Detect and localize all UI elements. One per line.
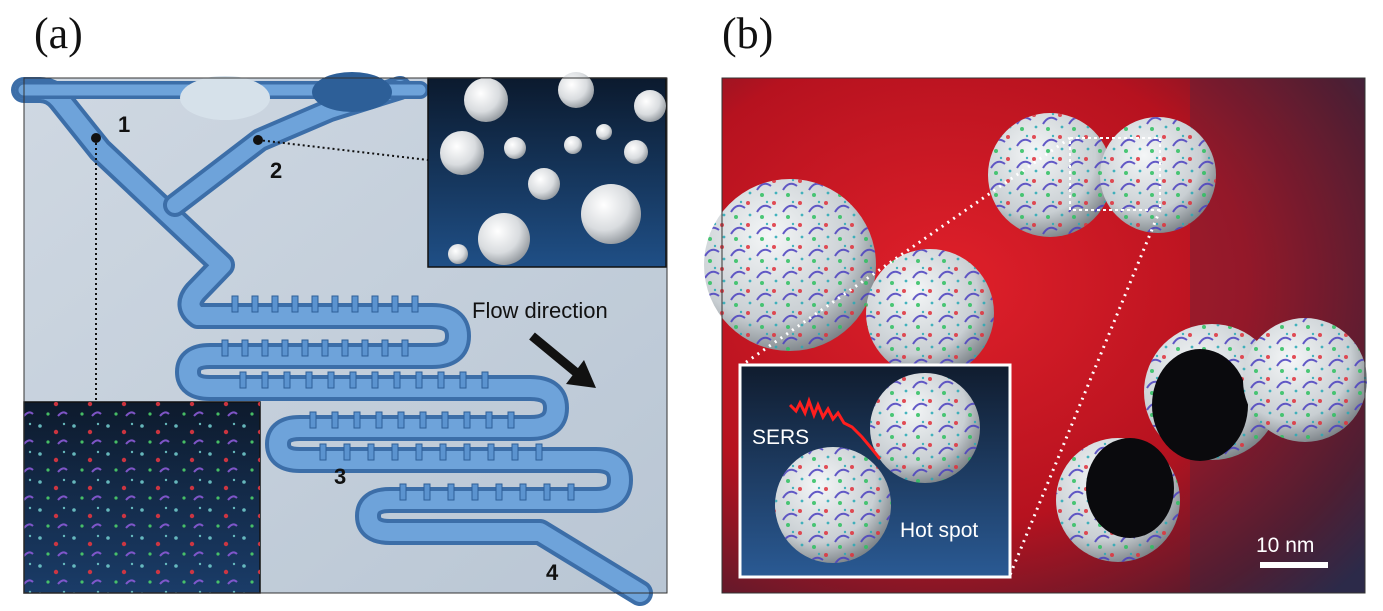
point-2-leader	[257, 139, 429, 161]
inset-nanoparticles	[427, 72, 667, 268]
nanoparticle-half-shell-1	[1144, 324, 1280, 461]
nanoparticle-dimer-right	[1100, 117, 1216, 233]
panel-a-label: (a)	[34, 9, 83, 58]
sers-label: SERS	[752, 426, 809, 449]
point-2-label: 2	[270, 158, 282, 183]
panel-b-label: (b)	[722, 9, 774, 58]
scalebar	[1260, 562, 1328, 568]
point-3-label: 3	[334, 464, 346, 489]
nanoparticle-half-shell-2	[1056, 438, 1180, 562]
sers-signal-wave	[788, 396, 882, 460]
panel-b-border	[721, 77, 1366, 594]
reservoir-1	[180, 76, 270, 120]
inset-molecules	[23, 401, 261, 594]
panel-b: SERS Hot spot 10 nm	[704, 78, 1367, 593]
zoom-connector-right	[1008, 209, 1162, 576]
nanoparticle-1	[704, 179, 876, 351]
panel-a: 1 2 3 4 Flow direction	[11, 72, 667, 606]
nanoparticle-2	[866, 249, 994, 377]
nanoparticle-dimer-left	[988, 113, 1112, 237]
nanoparticle-4	[1243, 318, 1367, 442]
reservoir-2	[312, 72, 392, 112]
scalebar-label: 10 nm	[1256, 534, 1314, 557]
point-1-label: 1	[118, 112, 130, 137]
inset-hotspot: SERS Hot spot	[738, 363, 1012, 579]
hotspot-label: Hot spot	[900, 519, 978, 542]
panel-a-border	[23, 77, 668, 594]
point-4-label: 4	[546, 560, 559, 585]
flow-direction-arrow	[529, 332, 596, 388]
flow-direction-label: Flow direction	[472, 298, 608, 323]
zoom-box	[1069, 137, 1161, 211]
channel-pillars	[221, 295, 575, 501]
